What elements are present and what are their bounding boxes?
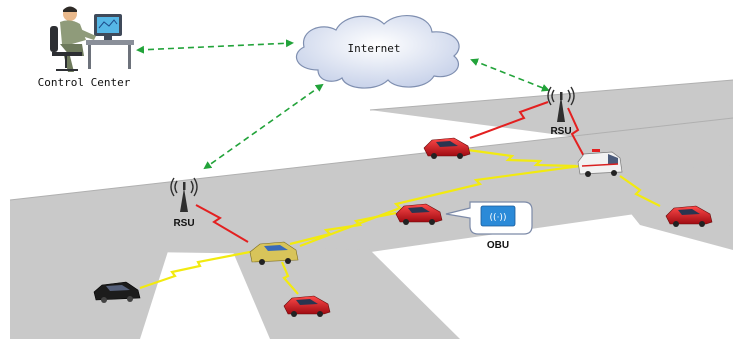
ambulance-icon [577, 149, 623, 177]
upper-cross-road [370, 80, 733, 140]
v2v-center-to-lower-car [280, 261, 299, 295]
control-center: Control Center [38, 6, 134, 89]
rsu-link-right-to-car [469, 101, 549, 139]
svg-text:((·)): ((·)) [490, 213, 507, 223]
v2v-links [139, 148, 661, 295]
road-network [9, 79, 733, 339]
control-center-label: Control Center [38, 76, 131, 89]
internet-label: Internet [348, 42, 401, 55]
wireless-device-icon: ((·)) [480, 205, 516, 227]
v2v-center-to-ambulance [299, 164, 581, 248]
rsu-wireless-links [195, 101, 587, 243]
left-cross-road [10, 245, 170, 339]
left-lower-road [230, 245, 460, 339]
rsu-link-right-to-ambulance [567, 107, 587, 161]
rsu-left-label: RSU [173, 218, 194, 229]
internet-cloud: Internet [295, 15, 460, 89]
link-internet-rsu-left [203, 83, 324, 170]
link-control-internet [136, 39, 294, 54]
obu-callout: ((·)) OBU [445, 201, 533, 251]
rsu-link-left-to-car [195, 204, 249, 243]
rsu-left: RSU [170, 177, 198, 229]
v2v-black-to-center [139, 250, 251, 290]
v2v-ambulance-to-right-car [619, 175, 661, 207]
vehicles [93, 137, 713, 317]
obu-label: OBU [487, 240, 509, 251]
rsu-right: RSU [547, 86, 575, 137]
internet-links [136, 39, 550, 170]
v2v-redcar-top-to-ambulance [467, 148, 577, 168]
car-icon [395, 203, 443, 225]
car-icon [283, 295, 331, 317]
car-icon [423, 137, 471, 159]
v2v-center-to-redcar [289, 211, 397, 246]
car-icon [249, 241, 299, 265]
cloud-icon [295, 15, 460, 89]
person-at-computer-icon [50, 6, 134, 72]
rsu-right-label: RSU [550, 126, 571, 137]
car-icon [665, 205, 713, 227]
main-road [10, 118, 733, 255]
car-icon [93, 281, 141, 303]
antenna-tower-icon [547, 86, 575, 122]
link-internet-rsu-right [470, 58, 550, 92]
antenna-tower-icon [170, 177, 198, 212]
